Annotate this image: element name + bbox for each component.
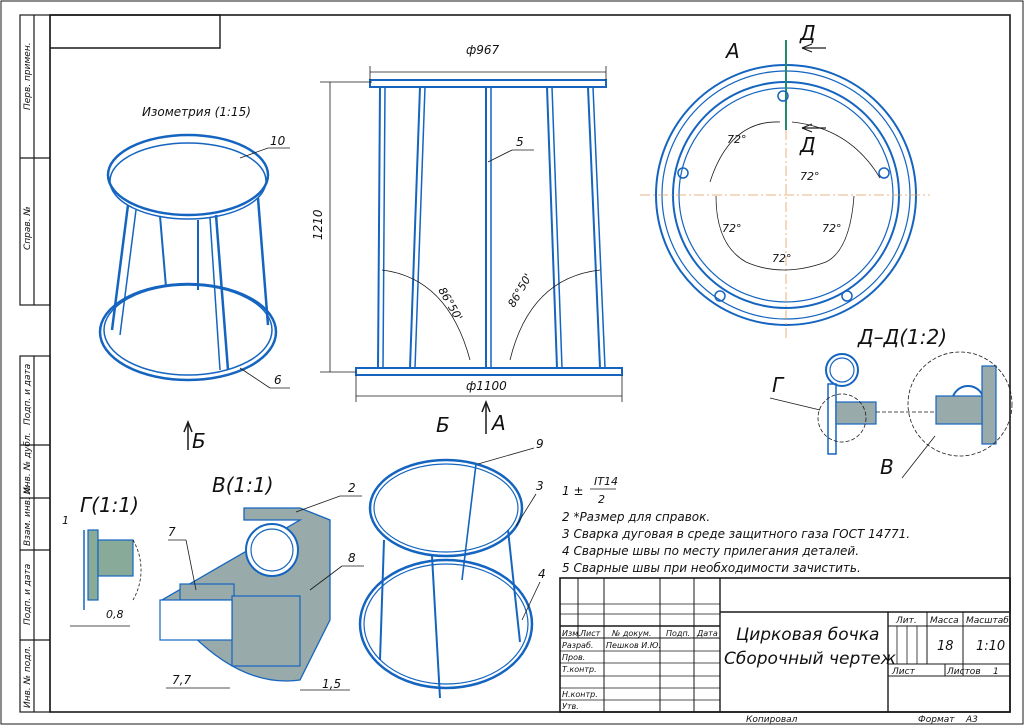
view-b-leader-4: 4	[538, 567, 546, 581]
detail-v-dim-left: 7,7	[172, 673, 191, 687]
dim-bottom-diameter: ф1100	[466, 379, 507, 393]
tb-lit: Лит.	[895, 616, 917, 626]
tb-h-izm: Изм.	[562, 629, 581, 638]
stamp-sprav-no: Справ. №	[23, 206, 33, 250]
detail-v-leader-8: 8	[348, 551, 356, 565]
stamp-inv-dubl: Инв. № дубл.	[23, 432, 33, 494]
tb-massa-val: 18	[937, 639, 954, 654]
tb-prov: Пров.	[562, 653, 585, 662]
detail-v-leader-2: 2	[348, 481, 356, 495]
angle-right: 86°50'	[505, 271, 535, 309]
label-d-top: Д	[799, 21, 816, 45]
angle-72-d: 72°	[772, 252, 792, 265]
label-g: Г	[772, 373, 785, 397]
tb-razrab: Разраб.	[562, 641, 593, 650]
section-dd-title: Д–Д(1:2)	[857, 325, 947, 349]
leader-5: 5	[516, 135, 524, 149]
detail-g-title: Г(1:1)	[80, 493, 139, 517]
note-3: 3 Сварка дуговая в среде защитного газа …	[562, 527, 910, 541]
angle-72-b: 72°	[800, 170, 820, 183]
dim-height: 1210	[311, 209, 325, 240]
tb-title-1: Цирковая бочка	[736, 625, 879, 645]
tb-tkontr: Т.контр.	[562, 665, 597, 674]
label-a-bottom: А	[490, 411, 506, 435]
view-b-leader-9: 9	[536, 437, 544, 451]
tb-utv: Утв.	[562, 702, 579, 711]
tb-h-podp: Подп.	[666, 629, 690, 638]
view-a: А Д Д 72° 72° 72° 72° 72°	[640, 21, 930, 340]
angle-72-c: 72°	[822, 222, 842, 235]
tb-kopiroval: Копировал	[746, 715, 798, 725]
isometry-title: Изометрия (1:15)	[142, 105, 251, 119]
tb-format-val: А3	[965, 715, 978, 725]
tb-title-2: Сборочный чертеж	[724, 649, 897, 669]
tb-massa: Масса	[930, 616, 959, 626]
angle-72-e: 72°	[722, 222, 742, 235]
note-1-num: IT14	[594, 475, 618, 488]
note-5: 5 Сварные швы при необходимости зачистит…	[562, 561, 861, 575]
tb-razrab-name: Пешков И.Ю.	[606, 641, 661, 650]
detail-v-dim-right: 1,5	[322, 677, 341, 691]
stamp-perv-primen: Перв. примен.	[23, 42, 33, 110]
label-d-mid: Д	[799, 133, 816, 157]
angle-72-a: 72°	[727, 133, 747, 146]
tb-nkontr: Н.контр.	[562, 690, 598, 699]
code-box	[50, 14, 221, 49]
tb-listov: Листов	[946, 667, 981, 677]
stamp-podp-data-2: Подп. и дата	[23, 564, 33, 625]
note-4: 4 Сварные швы по месту прилегания детале…	[562, 544, 859, 558]
view-b: 9 3 4	[358, 437, 546, 699]
dim-top-diameter: ф967	[466, 43, 500, 57]
detail-g-leader: 1	[62, 514, 69, 527]
section-dd: Д–Д(1:2) Г В	[769, 325, 1013, 479]
stamp-vzam-inv: Взам. инв. №	[23, 485, 33, 546]
stamp-inv-podl: Инв. № подл.	[23, 646, 33, 708]
label-b-bottom: Б	[436, 413, 450, 437]
tb-h-dokum: № докум.	[611, 629, 651, 638]
angle-left: 86°50'	[435, 285, 465, 323]
detail-v-title: В(1:1)	[212, 473, 274, 497]
technical-notes: 1 ± IT14 2 2 *Размер для справок. 3 Свар…	[562, 475, 910, 575]
label-v: В	[880, 455, 894, 479]
tb-listov-val: 1	[993, 667, 999, 677]
detail-v: В(1:1) 7 2 8 7,7 1,5	[159, 473, 364, 691]
leader-10: 10	[270, 134, 286, 148]
title-block: Изм. Лист № докум. Подп. Дата Разраб. Пе…	[559, 577, 1011, 725]
note-1-prefix: 1 ±	[562, 484, 584, 498]
tb-masshtab-val: 1:10	[976, 639, 1005, 654]
leader-6: 6	[274, 373, 282, 387]
note-1-den: 2	[598, 493, 605, 506]
tb-h-data: Дата	[696, 629, 718, 638]
view-b-leader-3: 3	[536, 479, 544, 493]
label-a-top: А	[724, 39, 740, 63]
stamp-podp-data-1: Подп. и дата	[23, 364, 33, 425]
tb-format: Формат	[918, 715, 955, 725]
detail-g: Г(1:1) 1 0,8	[62, 493, 142, 627]
label-b-left: Б	[192, 429, 206, 453]
tb-list: Лист	[891, 667, 916, 677]
tb-h-list: Лист	[579, 629, 601, 638]
isometry-view: Изометрия (1:15) 10 6	[98, 105, 290, 389]
note-2: 2 *Размер для справок.	[562, 510, 710, 524]
tb-masshtab: Масштаб	[966, 616, 1009, 626]
detail-g-dim: 0,8	[106, 608, 124, 621]
detail-v-leader-7: 7	[168, 525, 176, 539]
side-stamp: Перв. примен. Справ. № Подп. и дата Инв.…	[19, 14, 51, 713]
